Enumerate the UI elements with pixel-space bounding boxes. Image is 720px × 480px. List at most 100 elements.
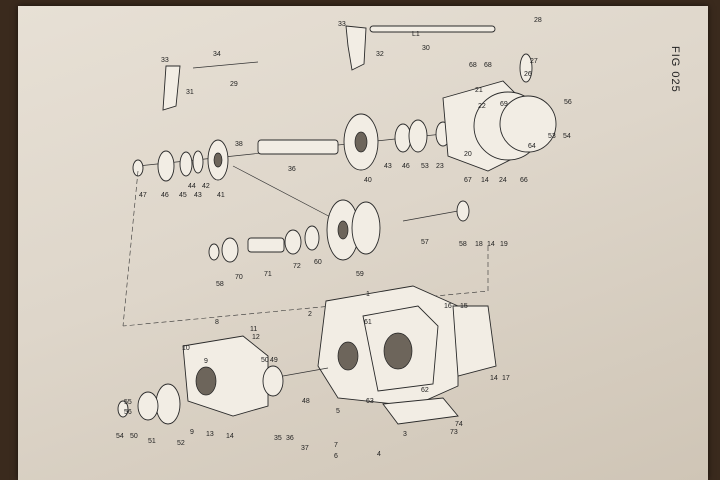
- callout: 21: [475, 87, 483, 94]
- manual-page: FIG 025: [18, 6, 708, 480]
- callout: 17: [502, 375, 510, 382]
- callout: 12: [252, 334, 260, 341]
- callout: 33: [161, 57, 169, 64]
- callout: 9: [190, 429, 194, 436]
- callout: 54: [563, 133, 571, 140]
- callout: 73: [450, 429, 458, 436]
- callout: 34: [213, 51, 221, 58]
- callout: 37: [301, 445, 309, 452]
- callout-labels: 33 34 29 31 33 32 L1 30 28 27 26 68 68 2…: [116, 17, 572, 460]
- callout: 53: [421, 163, 429, 170]
- callout: L1: [412, 31, 420, 38]
- callout: 68: [484, 62, 492, 69]
- drive-flange: [117, 383, 181, 425]
- callout: 8: [215, 319, 219, 326]
- callout: 26: [524, 71, 532, 78]
- callout: 72: [293, 263, 301, 270]
- callout: 74: [455, 421, 463, 428]
- callout: 54: [116, 433, 124, 440]
- assembly-guide-line-left: [122, 170, 139, 327]
- callout: 35: [274, 435, 282, 442]
- callout: 57: [421, 239, 429, 246]
- callout: 13: [206, 431, 214, 438]
- callout: 69: [500, 101, 508, 108]
- callout: 50: [130, 433, 138, 440]
- callout: 36: [288, 166, 296, 173]
- callout: 14: [481, 177, 489, 184]
- gearbox-housing: [317, 285, 497, 407]
- callout: 43: [384, 163, 392, 170]
- callout: 63: [366, 398, 374, 405]
- callout: 45: [179, 192, 187, 199]
- callout: 6: [334, 453, 338, 460]
- callout: 10: [182, 345, 190, 352]
- callout: 2: [308, 311, 312, 318]
- callout: 51: [148, 438, 156, 445]
- callout: 14: [487, 241, 495, 248]
- callout: 46: [402, 163, 410, 170]
- callout: 1: [366, 291, 370, 298]
- callout: 40: [364, 177, 372, 184]
- callout: 62: [421, 387, 429, 394]
- callout: 20: [464, 151, 472, 158]
- assembly-guide-line-right: [122, 246, 489, 327]
- callout: 56: [564, 99, 572, 106]
- callout: 71: [264, 271, 272, 278]
- callout: 53: [548, 133, 556, 140]
- callout: 52: [177, 440, 185, 447]
- callout: 18: [475, 241, 483, 248]
- shift-rod-upper-right: [345, 25, 496, 71]
- counter-shaft-assembly: [208, 199, 470, 263]
- callout: 46: [161, 192, 169, 199]
- callout: 30: [422, 45, 430, 52]
- callout: 44: [188, 183, 196, 190]
- callout: 15: [460, 303, 468, 310]
- main-shaft-assembly: [132, 53, 557, 182]
- callout: 66: [520, 177, 528, 184]
- callout: 42: [202, 183, 210, 190]
- callout: 59: [356, 271, 364, 278]
- callout: 29: [230, 81, 238, 88]
- callout: 31: [186, 89, 194, 96]
- callout: 55: [124, 399, 132, 406]
- callout: 22: [478, 103, 486, 110]
- callout: 24: [499, 177, 507, 184]
- callout: 28: [534, 17, 542, 24]
- callout: 60: [314, 259, 322, 266]
- shift-rod-upper-left: [162, 61, 259, 111]
- callout: 9: [204, 358, 208, 365]
- callout: 48: [302, 398, 310, 405]
- callout: 41: [217, 192, 225, 199]
- callout: 14: [490, 375, 498, 382]
- callout: 14: [226, 433, 234, 440]
- callout: 49: [270, 357, 278, 364]
- callout: 32: [376, 51, 384, 58]
- callout: 19: [500, 241, 508, 248]
- callout: 3: [403, 431, 407, 438]
- rear-cover: [182, 335, 329, 417]
- callout: 61: [364, 319, 372, 326]
- oil-pan: [382, 397, 459, 425]
- callout: 67: [464, 177, 472, 184]
- callout: 16: [444, 303, 452, 310]
- callout: 36: [286, 435, 294, 442]
- callout: 58: [216, 281, 224, 288]
- callout: 23: [436, 163, 444, 170]
- callout: 33: [338, 21, 346, 28]
- callout: 56: [124, 409, 132, 416]
- callout: 50: [261, 357, 269, 364]
- callout: 58: [459, 241, 467, 248]
- callout: 7: [334, 442, 338, 449]
- callout: 5: [336, 408, 340, 415]
- callout: 4: [377, 451, 381, 458]
- callout: 70: [235, 274, 243, 281]
- callout: 11: [250, 326, 257, 333]
- gear-leader-line: [232, 165, 339, 222]
- callout: 68: [469, 62, 477, 69]
- callout: 27: [530, 58, 538, 65]
- callout: 43: [194, 192, 202, 199]
- exploded-view-diagram: 33 34 29 31 33 32 L1 30 28 27 26 68 68 2…: [116, 17, 572, 460]
- callout: 47: [139, 192, 147, 199]
- callout: 64: [528, 143, 536, 150]
- callout: 38: [235, 141, 243, 148]
